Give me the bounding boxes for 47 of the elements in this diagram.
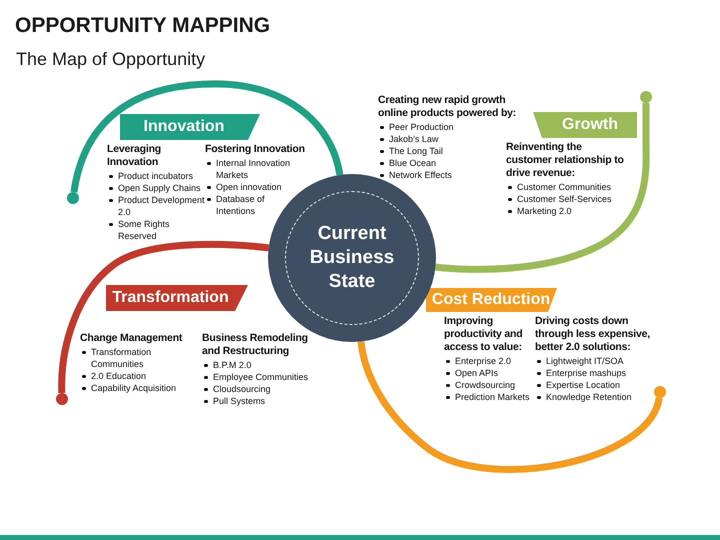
category-banner: Innovation [120,114,260,140]
bullet-item: Customer Self-Services [506,193,624,205]
bullet-item: Open Supply Chains [107,182,205,194]
bullet-item: Database of Intentions [205,193,305,217]
bullet-item: Transformation Communities [80,346,198,370]
category-banner: Cost Reduction [426,288,557,312]
bullet-item: Crowdsourcing [444,379,532,391]
page-title: OPPORTUNITY MAPPING [15,13,270,39]
bullet-item: Expertise Location [535,379,651,391]
bullet-item: Pull Systems [202,395,327,407]
bullet-item: Internal Innovation Markets [205,157,305,181]
list-heading: Leveraging Innovation [107,143,162,169]
list-heading: Change Management [80,332,184,345]
bullet-item: Open APIs [444,367,532,379]
subtitle: The Map of Opportunity [16,48,206,70]
bullet-item: Enterprise mashups [535,367,651,379]
bullet-item: Cloudsourcing [202,383,327,395]
bullet-item: Customer Communities [506,181,624,193]
bullet-item: Marketing 2.0 [506,205,624,217]
arc-connector [435,103,650,273]
list-heading: Improving productivity and access to value: [444,315,524,354]
end-dot-icon [67,192,79,204]
arc-connector [70,80,344,193]
bullet-item: Enterprise 2.0 [444,355,532,367]
bullet-item: Prediction Markets [444,391,532,403]
bullet-item: Open innovation [205,181,305,193]
bullet-item: Lightweight IT/SOA [535,355,651,367]
bullet-item: Product incubators [107,170,205,182]
arc-connector [357,340,662,473]
bullet-item: Knowledge Retention [535,391,651,403]
bullet-item: Product Development 2.0 [107,194,205,218]
bullet-item: Some Rights Reserved [107,218,205,242]
end-dot-icon [654,386,666,398]
list-heading: Driving costs down through less expensive, better 2.0 solutions: [535,315,651,354]
category-banner: Growth [533,112,637,138]
end-dot-icon [640,91,652,103]
bullet-item: Employee Communities [202,371,327,383]
bullet-item: 2.0 Education [80,370,198,382]
bullet-item: Capability Acquisition [80,382,198,394]
list-heading: Business Remodeling and Restructuring [202,332,309,358]
bullet-item: B.P.M 2.0 [202,359,327,371]
end-dot-icon [56,393,68,405]
list-heading: Fostering Innovation [205,143,305,156]
category-banner: Transformation [106,285,248,311]
arc-connector [58,240,269,394]
bullet-item: Peer Production [378,121,532,133]
list-heading: Creating new rapid growth online products powered by: [378,94,518,120]
